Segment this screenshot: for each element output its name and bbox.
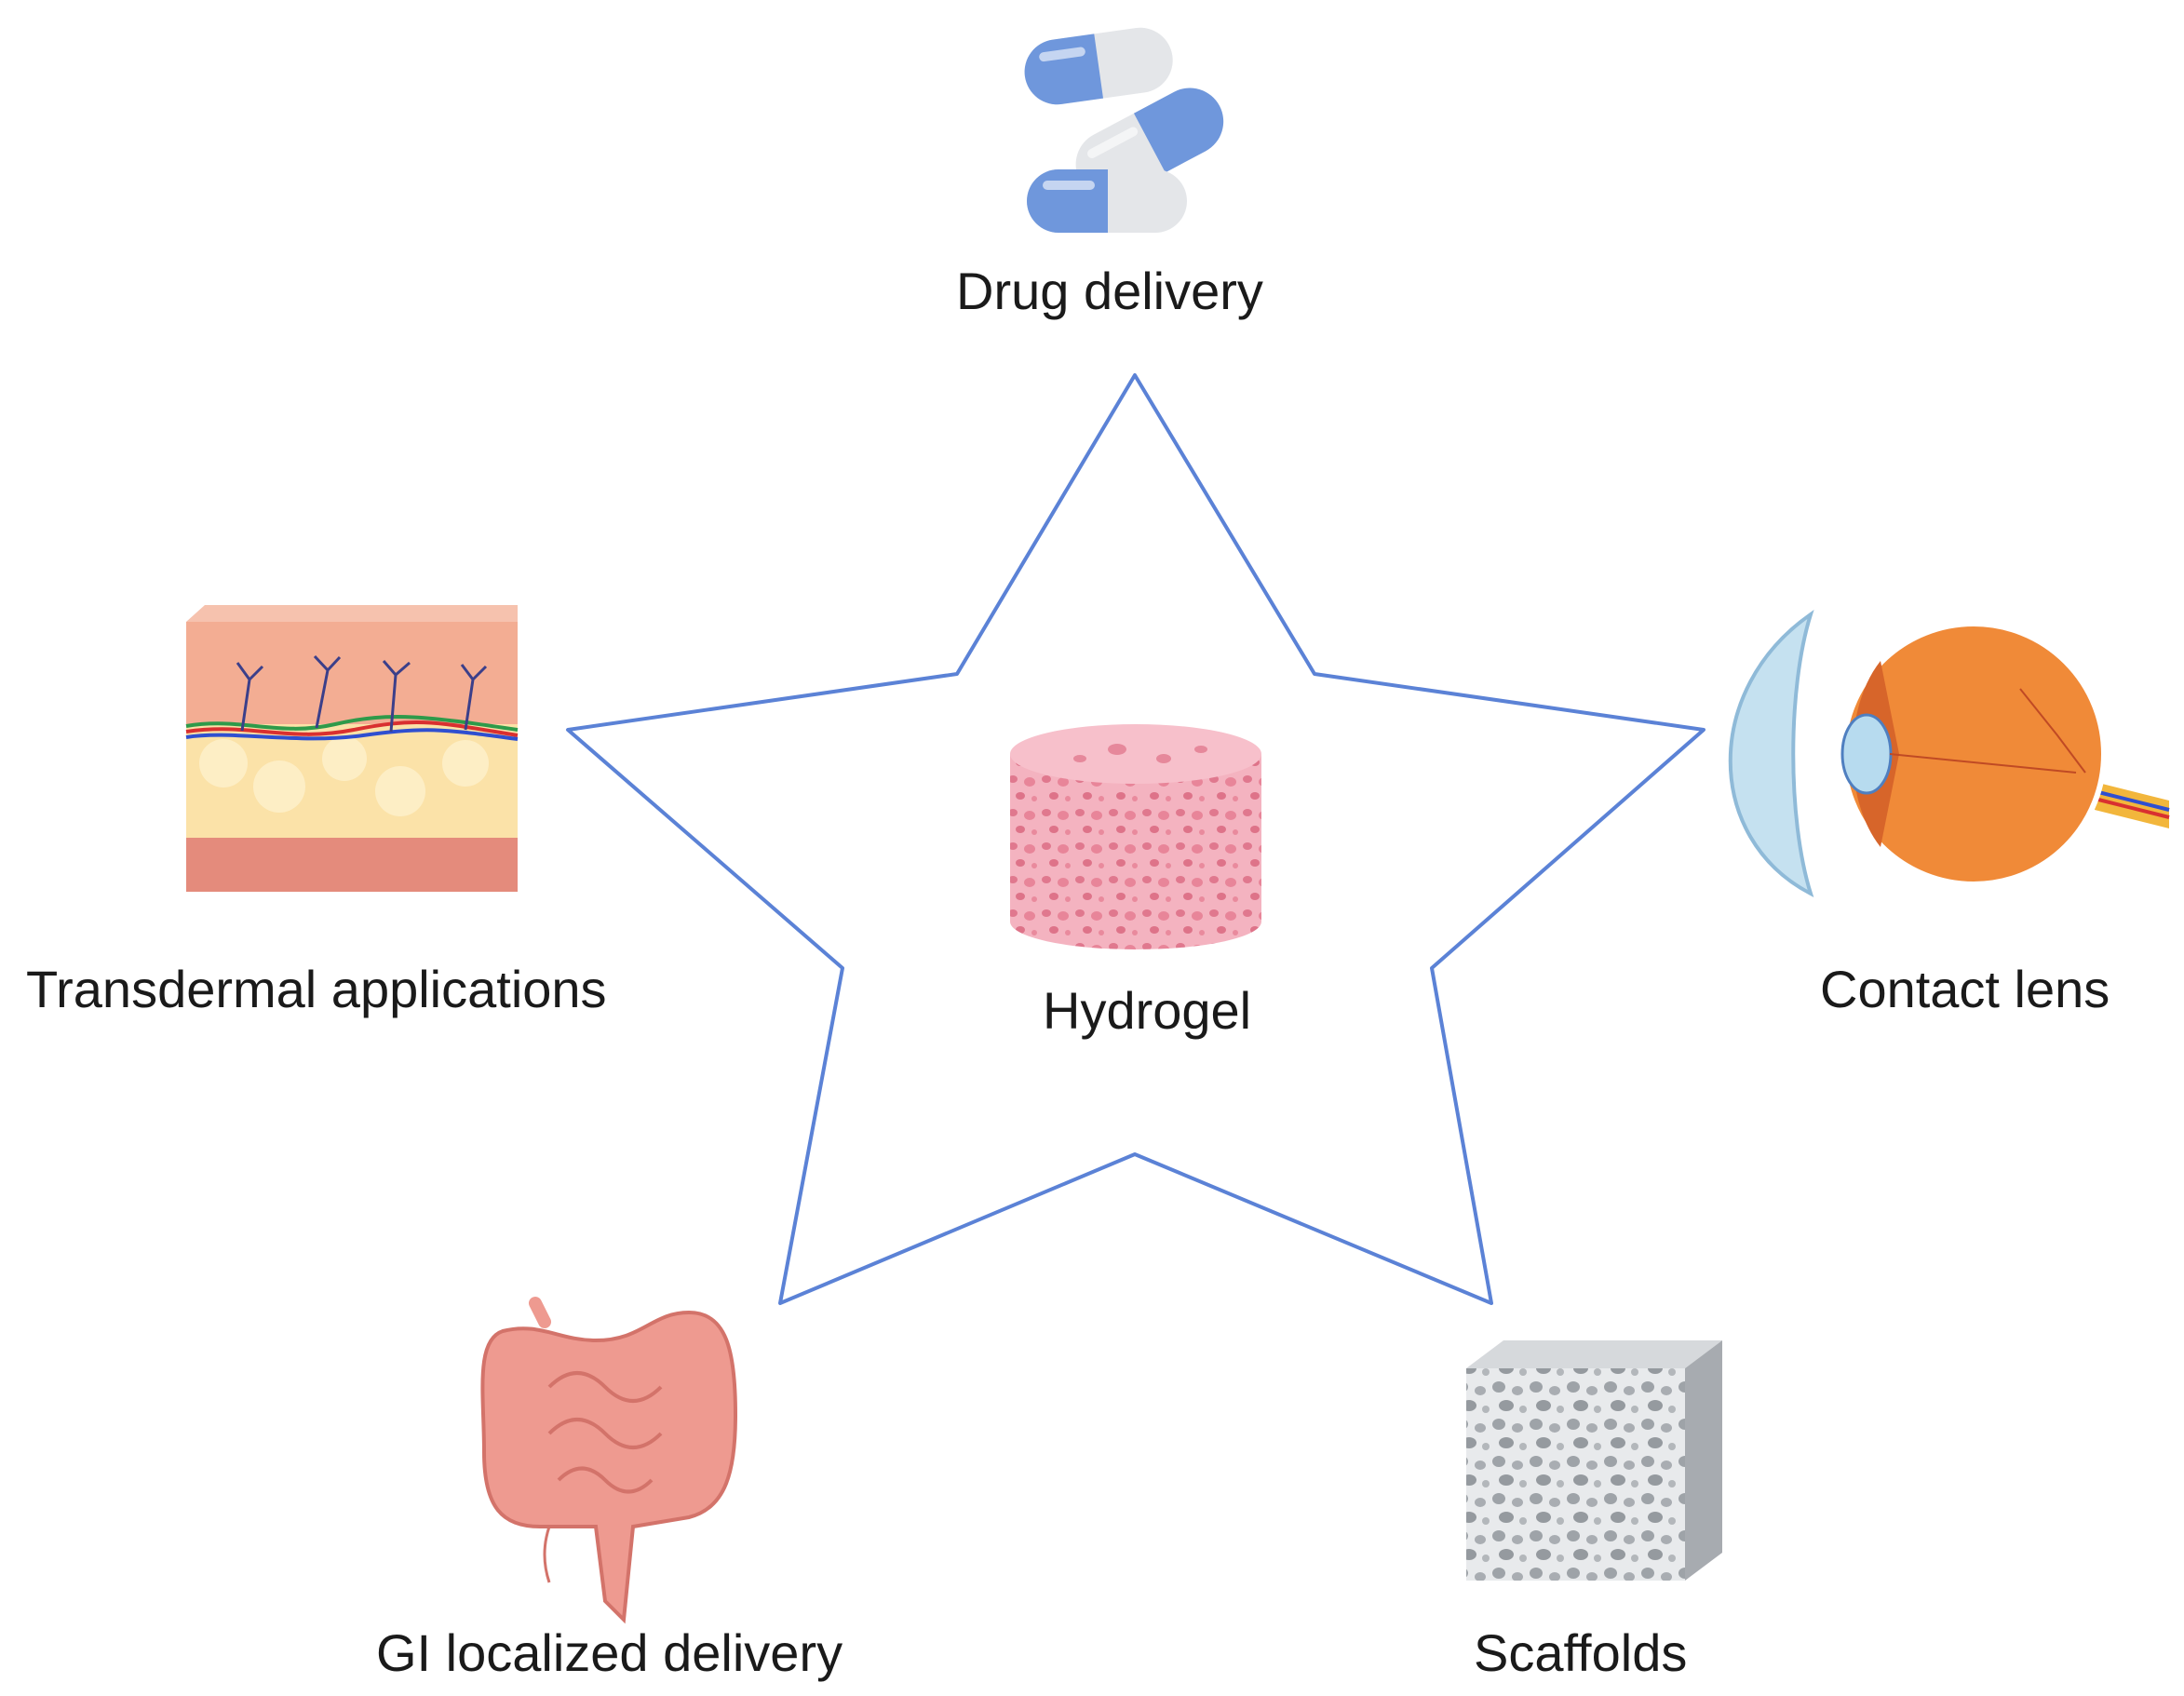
- label-contact-lens: Contact lens: [1820, 960, 2110, 1018]
- intestine-icon: [480, 1297, 738, 1624]
- label-transdermal-applications: Transdermal applications: [26, 960, 607, 1018]
- label-hydrogel: Hydrogel: [1043, 981, 1252, 1040]
- skin-layers-icon: [185, 605, 519, 892]
- label-scaffolds: Scaffolds: [1474, 1623, 1688, 1682]
- label-gi-localized-delivery: GI localized delivery: [376, 1623, 843, 1682]
- capsules-icon: [1024, 27, 1224, 233]
- eye-contact-lens-icon: [1728, 610, 2170, 898]
- label-drug-delivery: Drug delivery: [956, 262, 1263, 320]
- star-outline: [566, 373, 1705, 1305]
- hydrogel-sponge-icon: [1010, 724, 1261, 949]
- porous-scaffold-cube-icon: [1466, 1340, 1722, 1581]
